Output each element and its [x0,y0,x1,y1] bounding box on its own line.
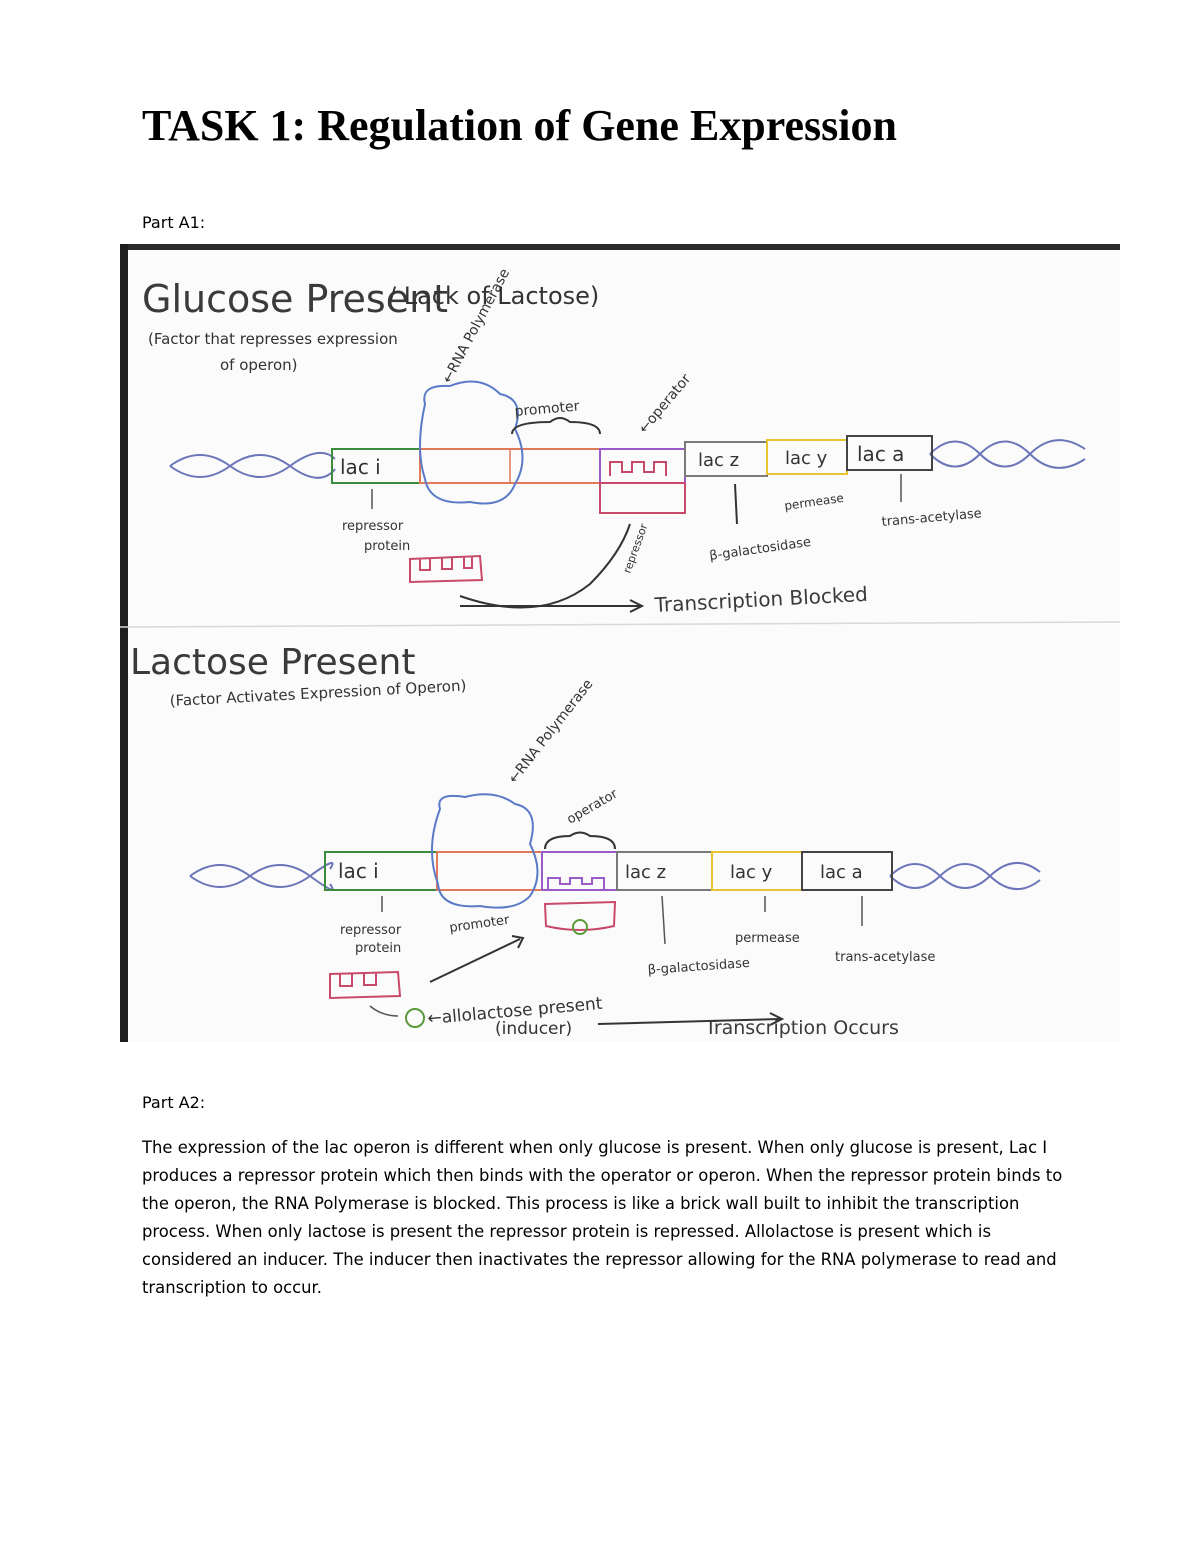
bottom-beta-gal-label: β-galactosidase [647,956,750,978]
top-permease-label: permease [783,491,844,513]
bottom-operator-label: operator [565,786,621,827]
bottom-repressor-label-2: protein [355,941,401,956]
top-beta-gal-label: β-galactosidase [708,535,811,564]
bound-repressor-box [599,482,686,514]
top-subtitle-2: of operon) [220,356,298,374]
lac-operon-drawing: Glucose Present / Lack of Lactose) (Fact… [120,244,1120,1042]
top-repressor-label-2: protein [364,539,410,554]
bottom-repressor-label-1: repressor [340,923,402,938]
top-repressor-label-1: repressor [342,519,404,534]
bottom-lac-y-label: lac y [730,862,773,883]
transcription-blocked-label: Transcription Blocked [653,582,868,617]
inactivated-repressor-icon [543,900,617,931]
page-title: TASK 1: Regulation of Gene Expression [142,101,897,150]
top-promoter-label: promoter [514,398,580,420]
bottom-promoter-label: promoter [448,913,510,936]
lactose-present-panel: Lactose Present (Factor Activates Expres… [130,642,1041,1039]
bottom-lac-a-label: lac a [820,862,863,883]
bottom-permease-label: permease [735,931,800,946]
part-a1-label: Part A1: [142,213,206,232]
part-a2-label: Part A2: [142,1093,206,1112]
top-operator-label: ←operator [636,371,695,437]
rna-polymerase-blob [419,380,524,505]
bottom-free-repressor-icon [329,970,402,1000]
free-repressor-icon [409,554,484,584]
bottom-lac-i-label: lac i [338,859,379,883]
transcription-occurs-label: Transcription Occurs [704,1017,899,1039]
top-subtitle-1: (Factor that represses expression [148,330,398,348]
top-trans-acetylase-label: trans-acetylase [881,506,982,530]
lactose-present-heading: Lactose Present [130,642,415,683]
bottom-rna-polymerase-blob [430,793,539,909]
top-repressor-arrow-label: repressor [621,521,651,575]
bottom-trans-acetylase-label: trans-acetylase [835,950,935,965]
inducer-label: (inducer) [495,1019,572,1039]
answer-paragraph: The expression of the lac operon is diff… [142,1138,1063,1297]
top-lac-y-label: lac y [785,448,828,469]
allolactose-circle [405,1008,425,1028]
glucose-present-panel: Glucose Present / Lack of Lactose) (Fact… [142,266,1086,617]
lac-i-label: lac i [340,455,381,479]
bottom-rna-polymerase-label: ←RNA Polymerase [506,676,597,786]
lack-of-lactose-text: / Lack of Lactose) [388,282,599,310]
bottom-lac-z-label: lac z [625,862,666,883]
top-lac-a-label: lac a [857,442,904,466]
top-lac-z-label: lac z [698,450,739,471]
glucose-present-heading: Glucose Present [142,277,448,321]
